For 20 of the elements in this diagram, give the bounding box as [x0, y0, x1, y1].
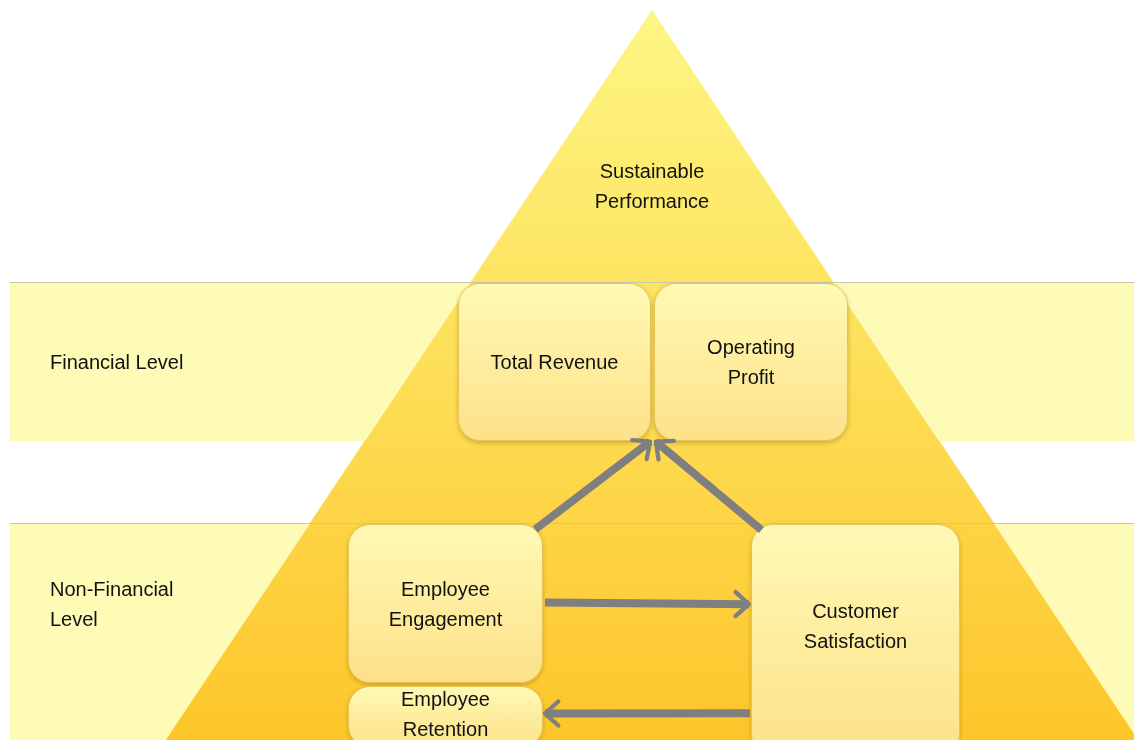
rounded-box [348, 686, 543, 740]
level-band [10, 523, 1134, 740]
level-band [10, 282, 1134, 440]
level-label: Non-Financial Level [50, 577, 175, 632]
arrow [542, 699, 750, 728]
box-label: Customer Satisfaction [802, 599, 909, 654]
arrow [653, 438, 764, 534]
box-label: Total Revenue [490, 350, 619, 375]
box-label: Operating Profit [706, 335, 796, 390]
pyramid-label: Sustainable Performance [593, 159, 711, 214]
arrow [544, 589, 752, 619]
box-label: Employee Retention [400, 686, 491, 740]
rounded-box [458, 283, 651, 441]
box-label: Employee Engagement [387, 576, 504, 632]
arrow [532, 438, 653, 533]
rounded-box [348, 524, 543, 683]
level-label: Financial Level [50, 350, 185, 375]
rounded-box [654, 283, 848, 441]
pyramid [470, 10, 834, 282]
rounded-box [751, 524, 960, 740]
